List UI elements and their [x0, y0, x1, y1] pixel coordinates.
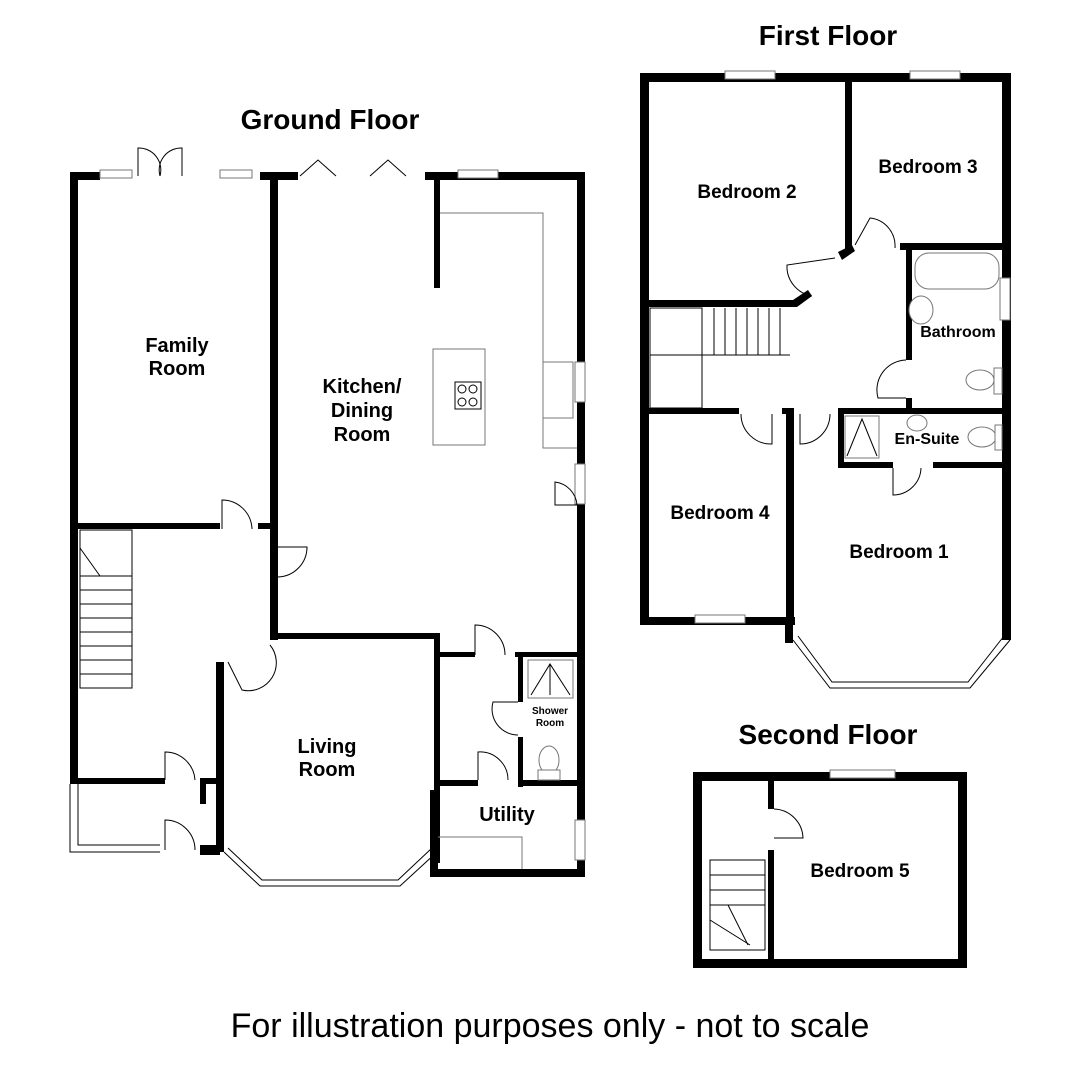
kitchen-label-2: Dining [331, 400, 393, 422]
second-floor-title: Second Floor [739, 719, 918, 750]
bedroom-4-label: Bedroom 4 [670, 503, 770, 524]
ensuite-label: En-Suite [895, 431, 960, 448]
bathroom-label: Bathroom [920, 324, 996, 341]
bedroom-3-label: Bedroom 3 [878, 157, 977, 178]
shower-room-label: Shower [532, 706, 568, 717]
family-room-label-2: Room [149, 358, 206, 380]
utility-label: Utility [479, 804, 535, 826]
bedroom-5-label: Bedroom 5 [810, 861, 910, 882]
ground-floor-title: Ground Floor [241, 104, 420, 135]
disclaimer-text: For illustration purposes only - not to … [231, 1007, 870, 1045]
living-room-label: Living [298, 736, 357, 758]
ground-floor-plan: Ground Floor [69, 104, 586, 887]
living-room-label-2: Room [299, 759, 356, 781]
family-room-label: Family [145, 335, 209, 357]
kitchen-label: Kitchen/ [323, 376, 402, 398]
second-floor-plan: Second Floor Bedroom 5 [693, 719, 967, 968]
bedroom-2-label: Bedroom 2 [697, 182, 796, 203]
kitchen-label-3: Room [334, 424, 391, 446]
first-floor-plan: First Floor [640, 20, 1011, 689]
shower-room-label-2: Room [536, 718, 564, 729]
first-floor-title: First Floor [759, 20, 898, 51]
bedroom-1-label: Bedroom 1 [849, 542, 949, 563]
